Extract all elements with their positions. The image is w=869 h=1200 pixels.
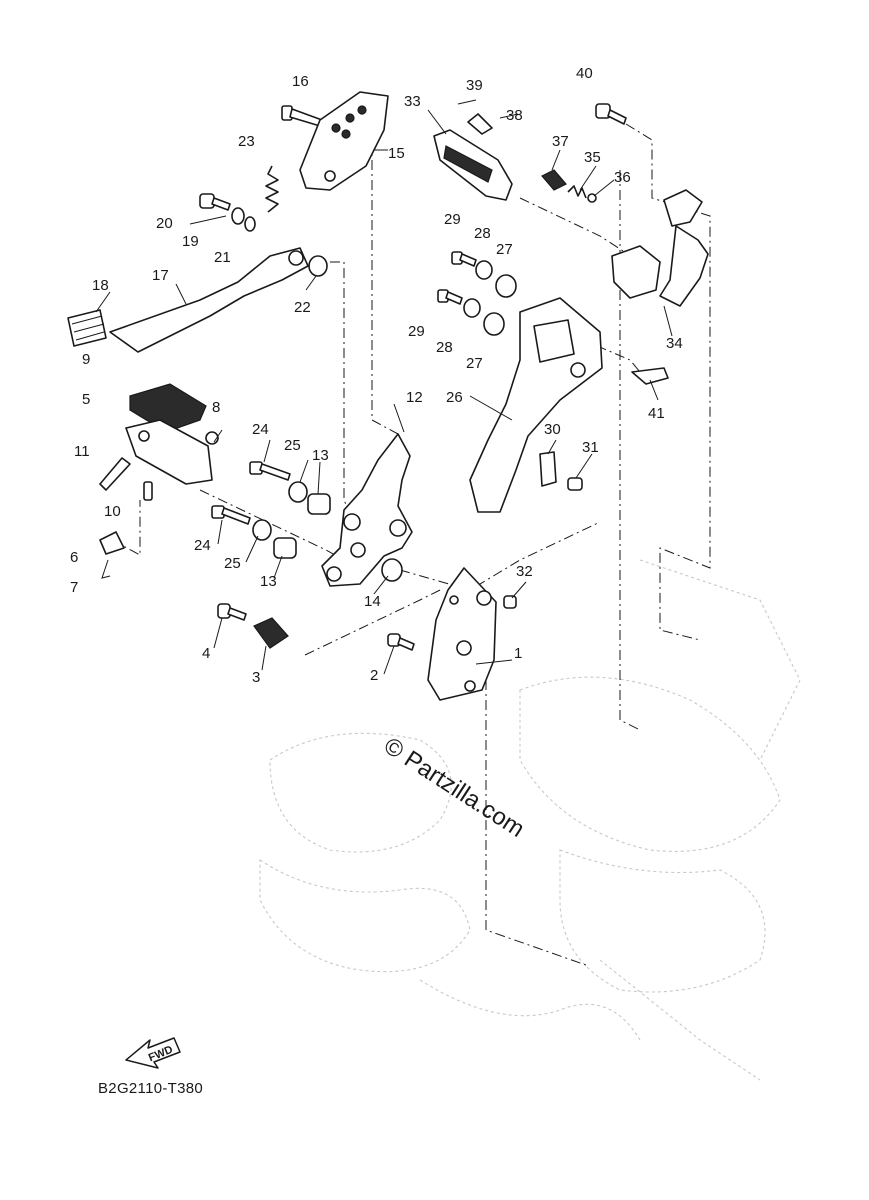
callout-13-lower[interactable]: 13 <box>260 573 277 590</box>
pin-11[interactable] <box>99 457 131 491</box>
callout-10[interactable]: 10 <box>104 503 121 520</box>
bolt-29-lower[interactable] <box>437 289 463 305</box>
callout-32[interactable]: 32 <box>516 563 533 580</box>
callout-36[interactable]: 36 <box>614 169 631 186</box>
collar-28-upper[interactable] <box>475 260 493 280</box>
bolt-31[interactable] <box>567 477 583 491</box>
callout-2[interactable]: 2 <box>370 667 378 684</box>
collar-13-lower[interactable] <box>273 537 297 559</box>
bolt-40[interactable] <box>595 103 627 125</box>
footrest-rubber-9[interactable] <box>129 383 207 433</box>
callout-39[interactable]: 39 <box>466 77 483 94</box>
callout-33[interactable]: 33 <box>404 93 421 110</box>
bolt-32[interactable] <box>503 595 517 609</box>
plate-1[interactable] <box>427 567 497 701</box>
callout-1[interactable]: 1 <box>514 645 522 662</box>
callout-40[interactable]: 40 <box>576 65 593 82</box>
callout-11[interactable]: 11 <box>74 443 90 460</box>
callout-17[interactable]: 17 <box>152 267 169 284</box>
detent-37[interactable] <box>541 169 567 191</box>
callout-35[interactable]: 35 <box>584 149 601 166</box>
collar-21[interactable] <box>244 216 256 232</box>
callout-19[interactable]: 19 <box>182 233 199 250</box>
callout-8[interactable]: 8 <box>212 399 220 416</box>
footrest-5[interactable] <box>125 419 213 485</box>
callout-13-upper[interactable]: 13 <box>312 447 329 464</box>
callout-15[interactable]: 15 <box>388 145 405 162</box>
heel-guard-15[interactable] <box>299 91 389 191</box>
callout-29-upper[interactable]: 29 <box>444 211 461 228</box>
spring-23[interactable] <box>265 165 279 213</box>
callout-41[interactable]: 41 <box>648 405 665 422</box>
collar-14[interactable] <box>381 558 403 582</box>
shift-rubber-18[interactable] <box>67 309 107 347</box>
callout-labels: 1 2 3 4 5 6 7 8 9 10 11 12 13 13 14 15 1… <box>70 65 683 686</box>
callout-leaders <box>95 109 673 675</box>
bolt-24-upper[interactable] <box>249 461 291 481</box>
callout-25-lower[interactable]: 25 <box>224 555 241 572</box>
washer-19[interactable] <box>231 207 245 225</box>
callout-18[interactable]: 18 <box>92 277 109 294</box>
bolt-2[interactable] <box>387 633 415 651</box>
callout-21[interactable]: 21 <box>214 249 231 266</box>
rear-footrest-bracket-34[interactable] <box>611 189 709 307</box>
washer-22[interactable] <box>308 255 328 277</box>
rear-bracket-26[interactable] <box>469 297 603 513</box>
cover-3[interactable] <box>253 617 289 649</box>
shift-lever-17[interactable] <box>109 247 309 353</box>
callout-6[interactable]: 6 <box>70 549 78 566</box>
collar-13-upper[interactable] <box>307 493 331 515</box>
bolt-10[interactable] <box>143 481 153 501</box>
callout-7[interactable]: 7 <box>70 579 78 596</box>
callout-37[interactable]: 37 <box>552 133 569 150</box>
callout-23[interactable]: 23 <box>238 133 255 150</box>
callout-25-upper[interactable]: 25 <box>284 437 301 454</box>
washer-25-lower[interactable] <box>252 519 272 541</box>
callout-31[interactable]: 31 <box>582 439 599 456</box>
spring-35[interactable] <box>567 185 587 199</box>
callout-22[interactable]: 22 <box>294 299 311 316</box>
callout-20[interactable]: 20 <box>156 215 173 232</box>
bolt-24-lower[interactable] <box>211 505 251 525</box>
callout-24-lower[interactable]: 24 <box>194 537 211 554</box>
callout-38[interactable]: 38 <box>506 107 523 124</box>
pin-38[interactable] <box>467 113 493 135</box>
callout-5[interactable]: 5 <box>82 391 90 408</box>
callout-30[interactable]: 30 <box>544 421 561 438</box>
callout-28-upper[interactable]: 28 <box>474 225 491 242</box>
plate-30[interactable] <box>539 451 557 487</box>
callout-24-upper[interactable]: 24 <box>252 421 269 438</box>
bolt-20[interactable] <box>199 193 231 211</box>
diagram-code: B2G2110-T380 <box>98 1080 204 1097</box>
damper-27-upper[interactable] <box>495 274 517 298</box>
callout-27-lower[interactable]: 27 <box>466 355 483 372</box>
ghost-frame-outline <box>259 559 801 1081</box>
footrest-bracket-12[interactable] <box>321 433 413 587</box>
washer-25-upper[interactable] <box>288 481 308 503</box>
callout-9[interactable]: 9 <box>82 351 90 368</box>
fwd-arrow-icon: FWD <box>125 1037 181 1069</box>
cotter-pin-7[interactable] <box>101 559 111 579</box>
callout-27-upper[interactable]: 27 <box>496 241 513 258</box>
callout-29-lower[interactable]: 29 <box>408 323 425 340</box>
clip-39[interactable] <box>457 99 477 105</box>
bolt-16[interactable] <box>281 105 323 127</box>
clip-41[interactable] <box>631 367 669 385</box>
bolt-4[interactable] <box>217 603 247 621</box>
callout-4[interactable]: 4 <box>202 645 210 662</box>
collar-28-lower[interactable] <box>463 298 481 318</box>
callout-16[interactable]: 16 <box>292 73 309 90</box>
callout-3[interactable]: 3 <box>252 669 260 686</box>
damper-27-lower[interactable] <box>483 312 505 336</box>
callout-12[interactable]: 12 <box>406 389 423 406</box>
pin-6[interactable] <box>99 531 125 555</box>
callout-14[interactable]: 14 <box>364 593 381 610</box>
rear-footrest-33[interactable] <box>433 129 513 201</box>
bolt-29-upper[interactable] <box>451 251 477 267</box>
callout-28-lower[interactable]: 28 <box>436 339 453 356</box>
callout-26[interactable]: 26 <box>446 389 463 406</box>
callout-34[interactable]: 34 <box>666 335 683 352</box>
